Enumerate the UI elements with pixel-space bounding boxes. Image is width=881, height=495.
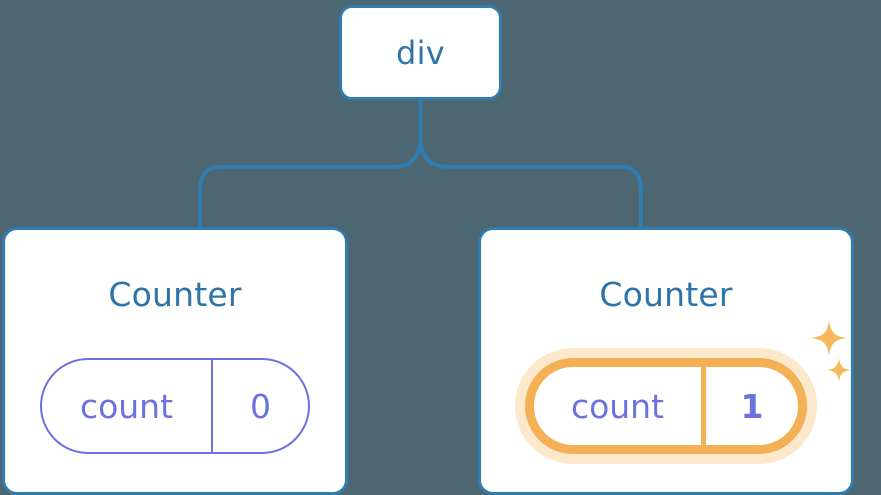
state-pill-highlighted[interactable]: count 1 <box>525 358 807 454</box>
state-pill-container-left: count 0 <box>5 358 345 454</box>
state-pill-container-right: count 1 <box>481 358 851 454</box>
component-card-counter-left[interactable]: Counter count 0 <box>2 227 348 495</box>
state-value: 0 <box>250 386 271 426</box>
component-title: Counter <box>108 275 242 314</box>
state-key: count <box>42 360 213 452</box>
connector-branch-left <box>198 136 423 229</box>
component-title: Counter <box>599 275 733 314</box>
state-pill[interactable]: count 0 <box>40 358 310 454</box>
state-value: 1 <box>740 386 764 426</box>
sparkle-4-point-icon <box>811 320 847 356</box>
connector-branch-right <box>418 136 643 229</box>
root-node-label: div <box>395 33 446 72</box>
component-card-counter-right[interactable]: Counter count 1 <box>478 227 854 495</box>
state-key: count <box>534 367 706 445</box>
root-node-div[interactable]: div <box>339 5 502 100</box>
